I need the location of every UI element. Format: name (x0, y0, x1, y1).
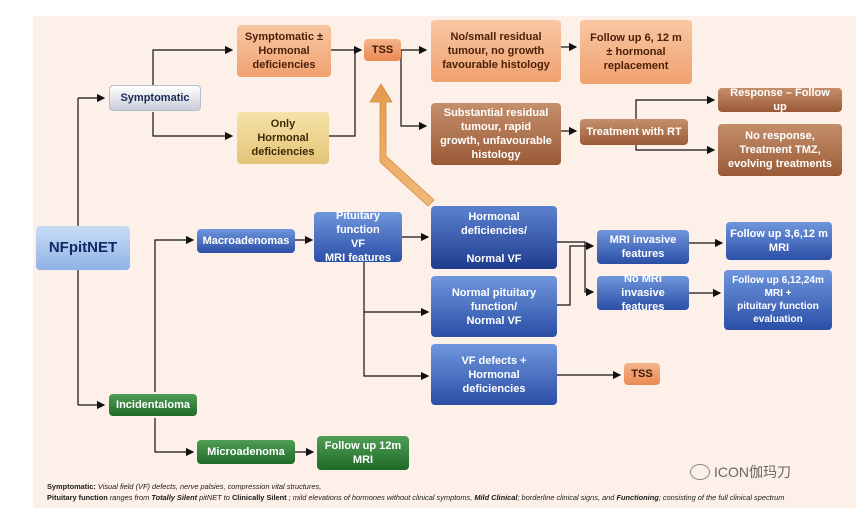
to-substantial-line (400, 50, 428, 131)
to-microadenoma-line (154, 418, 195, 457)
to-vf-defects-line (363, 262, 430, 381)
hormonal-to-no-mri-line (557, 241, 595, 297)
tss-top-node: TSS (364, 39, 401, 61)
mri-invasive-node: MRI invasive features (597, 230, 689, 264)
no-small-residual-node: No/small residual tumour, no growth favo… (431, 20, 561, 82)
no-mri-invasive-node: No MRI invasive features (597, 273, 689, 313)
normal-pituitary-function-node: Normal pituitary function/ Normal VF (431, 276, 557, 337)
substantial-residual-node: Substantial residual tumour, rapid growt… (431, 103, 561, 165)
follow-up-6-12-node: Follow up 6, 12 m ± hormonal replacement (580, 20, 692, 84)
symptomatic-node: Symptomatic (109, 85, 201, 111)
pituitary-function-node: Pituitary function VF MRI features (314, 210, 402, 264)
treatment-rt-node: Treatment with RT (580, 119, 688, 145)
footnote-line-2: Pituitary function ranges from Totally S… (47, 493, 785, 502)
follow-up-3-6-12-node: Follow up 3,6,12 m MRI (726, 222, 832, 260)
response-follow-up-node: Response – Follow up (718, 87, 842, 113)
watermark: ICON伽玛刀 (690, 462, 791, 482)
hormonal-deficiencies-normal-vf-node: Hormonal deficiencies/ Normal VF (431, 206, 557, 269)
to-macroadenomas-line (154, 235, 195, 392)
incidentaloma-node: Incidentaloma (109, 394, 197, 416)
microadenoma-node: Microadenoma (197, 440, 295, 464)
to-only-hormonal-line (152, 112, 234, 141)
to-sym-hormonal-line (152, 45, 234, 86)
only-hormonal-to-tss-line (329, 50, 356, 137)
watermark-text: ICON伽玛刀 (714, 464, 791, 480)
macroadenomas-node: Macroadenomas (197, 229, 295, 253)
wechat-icon (690, 464, 710, 480)
no-response-node: No response, Treatment TMZ, evolving tre… (718, 124, 842, 176)
tss-bottom-node: TSS (624, 363, 660, 385)
normal-pit-to-mri-line (557, 241, 595, 306)
only-hormonal-node: Only Hormonal deficiencies (237, 112, 329, 164)
vf-defects-node: VF defects + Hormonal deficiencies (431, 344, 557, 405)
footnote-line-1: Symptomatic: Visual field (VF) defects, … (47, 482, 322, 491)
big-orange-arrow (369, 83, 435, 207)
follow-up-12m-node: Follow up 12m MRI (317, 436, 409, 470)
symptomatic-hormonal-node: Symptomatic ± Hormonal deficiencies (237, 25, 331, 77)
nfpitnet-root-node: NFpitNET (36, 226, 130, 270)
follow-up-6-12-24-node: Follow up 6,12,24m MRI + pituitary funct… (724, 270, 832, 330)
